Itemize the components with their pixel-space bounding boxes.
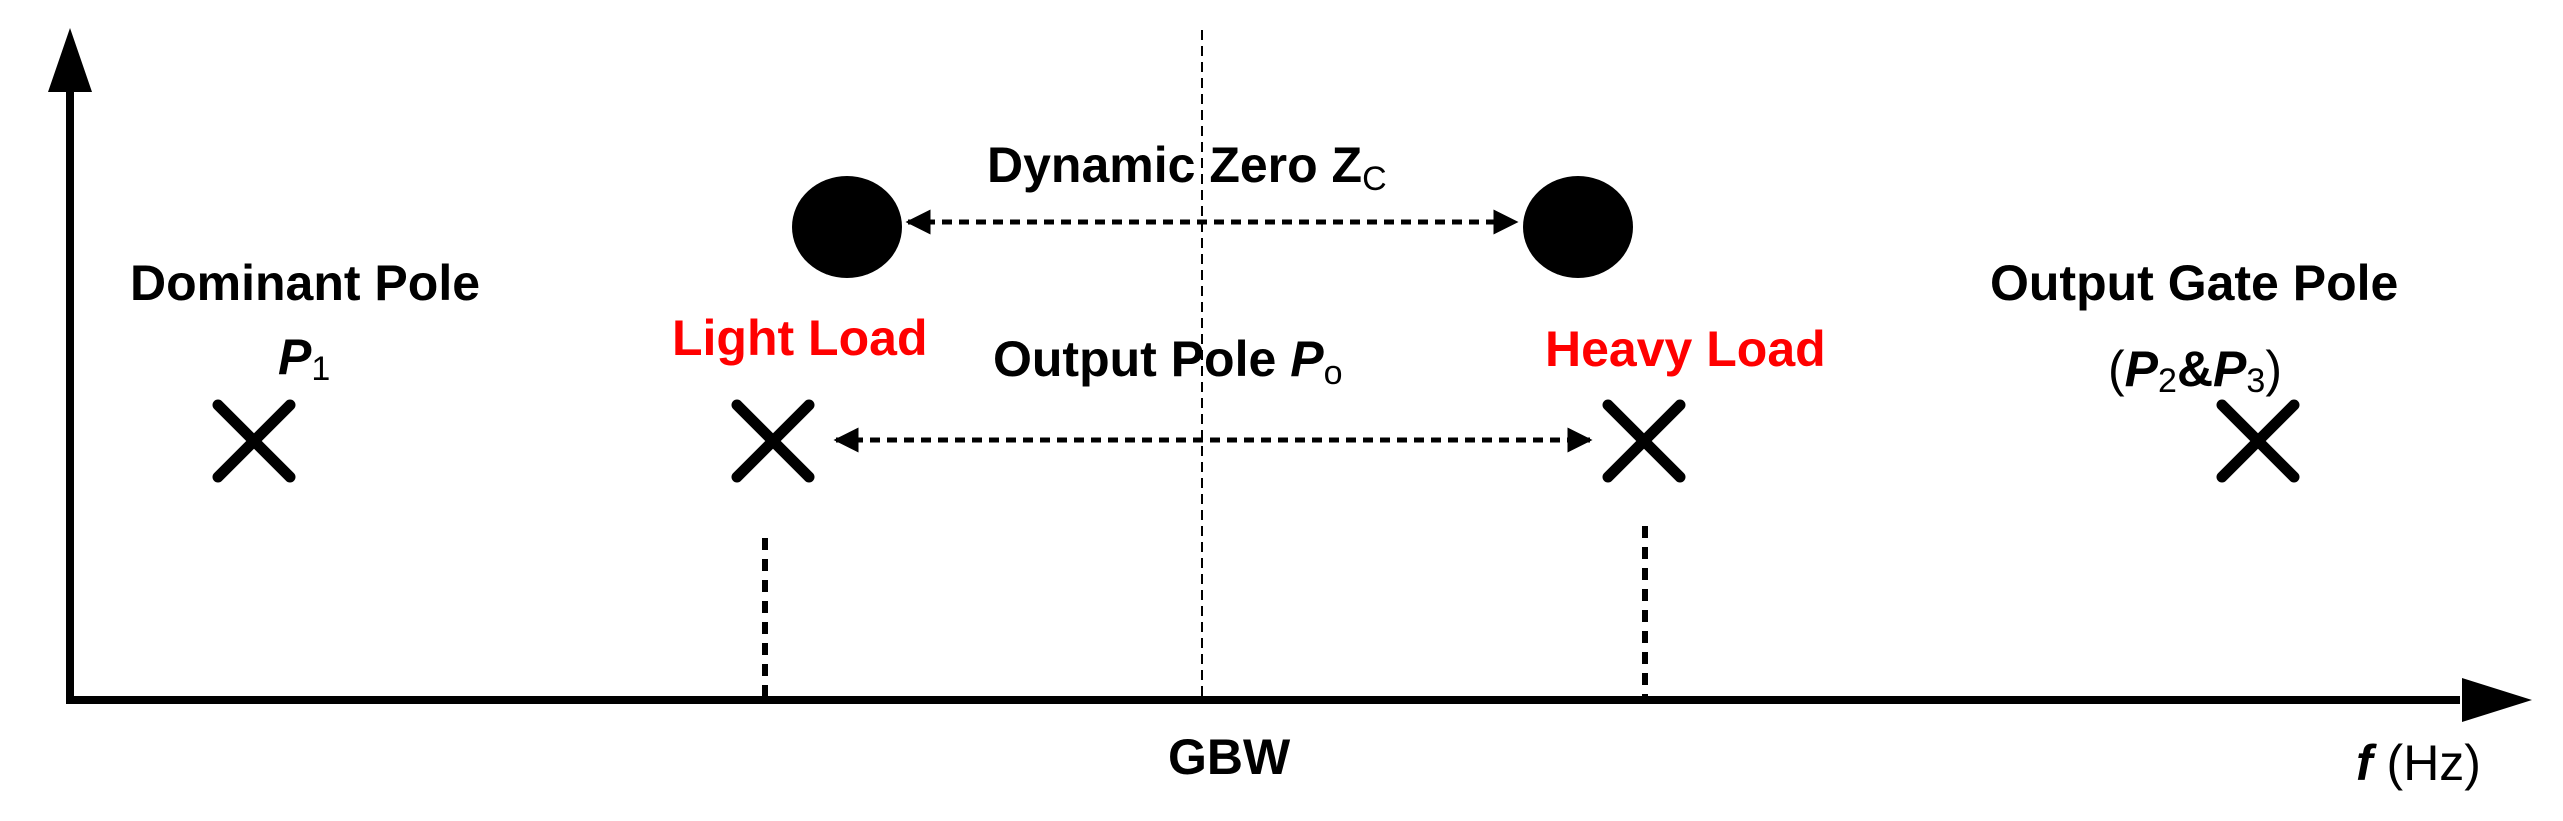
output-pole-label: Output Pole Po (993, 331, 1342, 392)
pole-po-light-mark (731, 399, 815, 483)
x-axis-arrowhead (2462, 678, 2532, 722)
y-axis-arrowhead (48, 28, 92, 92)
pole-p1-mark (212, 399, 296, 483)
dominant-pole-title: Dominant Pole (130, 255, 480, 311)
gbw-label: GBW (1168, 729, 1291, 785)
dynamic-zero-label: Dynamic Zero ZC (987, 137, 1387, 198)
pole-po-heavy-mark (1602, 399, 1686, 483)
output-gate-pole-title: Output Gate Pole (1990, 255, 2398, 311)
x-axis-label: f (Hz) (2356, 735, 2481, 791)
zero-heavy-circle (1523, 176, 1633, 278)
heavy-load-label: Heavy Load (1545, 321, 1826, 377)
output-gate-pole-symbols: (P2&P3) (2108, 341, 2282, 400)
axes (48, 28, 2532, 722)
zero-light-circle (792, 176, 902, 278)
dominant-pole-symbol: P1 (278, 329, 330, 388)
light-load-label: Light Load (672, 310, 928, 366)
pole-p2p3-mark (2216, 399, 2300, 483)
